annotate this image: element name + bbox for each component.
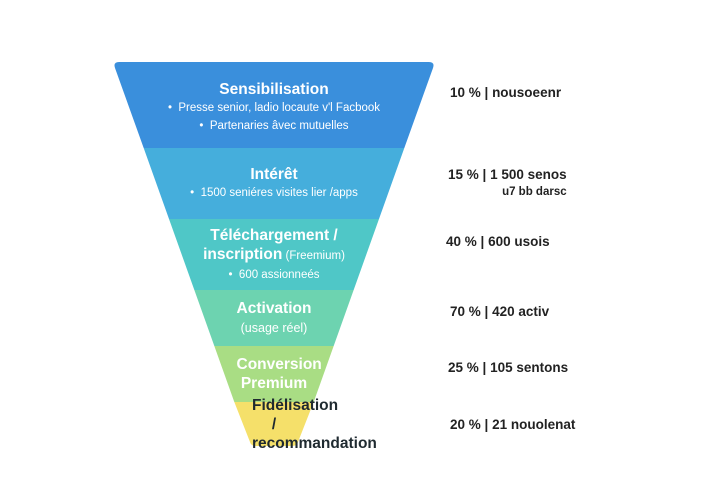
metric-separator: | <box>480 85 493 100</box>
metric-detail: 21 nouolenat <box>492 417 576 432</box>
funnel-stage-3-text: Téléchargement / inscription (Freemium) 60… <box>197 226 352 284</box>
metric-detail: 1 500 senos <box>490 167 567 182</box>
funnel-stage-5-band <box>214 346 334 402</box>
funnel-stage-6-band <box>234 402 314 446</box>
funnel-stage-title-line: Premium <box>240 375 308 392</box>
funnel-stage-2-metric: 15 % | 1 500 senos u7 bb darsc <box>448 166 567 201</box>
funnel-stage-subtitle: (usage réel) <box>240 321 308 335</box>
funnel-stage-6-text: Fidélisation / recommandation <box>252 396 377 453</box>
metric-detail: 105 sentons <box>490 360 569 375</box>
funnel-stage-title-suffix: (Freemium) <box>282 250 345 262</box>
funnel-stage-4-band <box>194 290 354 346</box>
funnel-stage-title: Activation <box>217 299 332 318</box>
metric-percent: 15 % <box>448 167 479 182</box>
funnel-stage-1-text: SensibilisationPresse senior, ladio loca… <box>146 80 403 135</box>
metric-percent: 40 % <box>446 234 477 249</box>
metric-percent: 70 % <box>450 304 481 319</box>
funnel-stage-6-metric: 20 % | 21 nouolenat <box>450 416 575 433</box>
funnel-stage-title-line: Conversion <box>236 356 322 373</box>
funnel-stage-title-line: Sensibilisation <box>219 81 329 98</box>
metric-detail: nousoeenr <box>492 85 562 100</box>
metric-detail: 600 usois <box>488 234 550 249</box>
metric-separator: | <box>480 304 493 319</box>
funnel-stage-title-line: Téléchargement / <box>210 227 338 244</box>
funnel-stage-1-metric: 10 % | nousoeenr <box>450 84 561 101</box>
metric-separator: | <box>478 360 491 375</box>
funnel-stage-bullet: Presse senior, ladio locaute v'l Facbook <box>146 99 403 117</box>
funnel-stage-2-text: Intérêt1500 seniéres visites lier /apps <box>171 165 377 202</box>
metric-separator: | <box>480 417 493 432</box>
metric-detail: 420 activ <box>492 304 550 319</box>
funnel-stage-title: Fidélisation / recommandation <box>252 396 377 453</box>
funnel-stage-title-line: inscription <box>203 246 283 263</box>
metric-percent: 25 % <box>448 360 479 375</box>
funnel-stage-5-metric: 25 % | 105 sentons <box>448 359 568 376</box>
funnel-stage-title-line: recommandation <box>252 435 377 452</box>
funnel-stage-title-line: Activation <box>236 300 312 317</box>
funnel-stage-title-line: Intérêt <box>250 166 298 183</box>
funnel-stage-bullet: Partenaries âvec mutuelles <box>146 117 403 135</box>
funnel-stage-title: Téléchargement / inscription (Freemium) <box>197 226 352 266</box>
metric-separator: | <box>478 167 491 182</box>
funnel-stage-title-line: Fidélisation / <box>252 397 339 433</box>
metric-separator: | <box>476 234 489 249</box>
funnel-stage-4-metric: 70 % | 420 activ <box>450 303 549 320</box>
metric-detail-line-2: u7 bb darsc <box>502 186 567 198</box>
funnel-stage-bullet: 1500 seniéres visites lier /apps <box>171 184 377 202</box>
metric-percent: 10 % <box>450 85 481 100</box>
metric-percent: 20 % <box>450 417 481 432</box>
funnel-stage-title: Intérêt <box>171 165 377 184</box>
funnel-stage-4-text: Activation (usage réel) <box>217 299 332 337</box>
funnel-stage-title: Sensibilisation <box>146 80 403 99</box>
funnel-stage-bullet: 600 assionneés <box>197 266 352 284</box>
funnel-stage-3-metric: 40 % | 600 usois <box>446 233 550 250</box>
